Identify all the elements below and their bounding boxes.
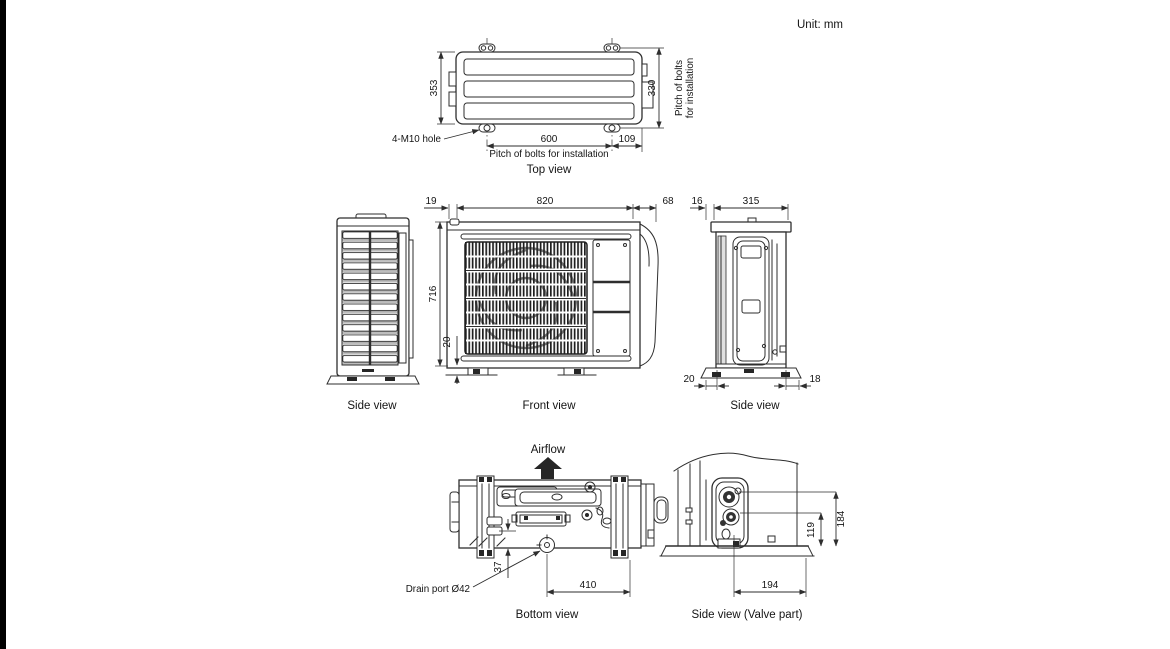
heat-exchanger-edge bbox=[717, 235, 727, 365]
front-view: 19 820 68 716 20 Front view bbox=[424, 196, 674, 412]
gas-valve bbox=[718, 486, 742, 508]
valve-view-dimensions: 184 119 194 bbox=[733, 491, 847, 597]
drain-port bbox=[539, 537, 555, 553]
fan-grille bbox=[464, 241, 588, 355]
drain-leader-line bbox=[472, 550, 541, 588]
dim-353: 353 bbox=[429, 79, 440, 96]
side-view-right-label: Side view bbox=[730, 400, 780, 412]
side-view-left: Side view bbox=[326, 213, 420, 412]
dim-68: 68 bbox=[662, 196, 674, 207]
side-view-right-dimensions: 16 315 20 18 bbox=[683, 196, 821, 390]
top-view-drawing bbox=[448, 38, 654, 152]
side-view-left-label: Side view bbox=[347, 400, 397, 412]
hole-leader-line bbox=[443, 129, 480, 140]
dim-716: 716 bbox=[428, 285, 439, 302]
front-view-dimensions: 19 820 68 716 20 bbox=[424, 196, 674, 384]
dim-119: 119 bbox=[806, 522, 817, 538]
hole-note: 4-M10 hole bbox=[392, 134, 442, 145]
side-view-right: 16 315 20 18 Side view bbox=[683, 196, 821, 412]
bottom-view-dimensions: 37 410 Drain port Ø42 bbox=[406, 519, 631, 597]
valve-side-view: 184 119 194 Side view (Valve part) bbox=[659, 452, 847, 621]
bottom-view-drawing bbox=[449, 475, 669, 559]
airflow-label: Airflow bbox=[531, 444, 566, 456]
airflow-arrow-icon bbox=[534, 457, 562, 479]
front-view-drawing bbox=[445, 218, 659, 376]
valve-view-label: Side view (Valve part) bbox=[692, 609, 803, 621]
top-view-label: Top view bbox=[527, 164, 572, 176]
dim-315: 315 bbox=[743, 196, 760, 207]
side-view-right-drawing bbox=[700, 217, 802, 379]
top-view: 353 330 Pitch of bolts for installation … bbox=[392, 38, 696, 176]
dim-19: 19 bbox=[425, 196, 437, 207]
service-panel bbox=[592, 239, 631, 357]
body-cut-line bbox=[673, 452, 799, 472]
base-plate bbox=[326, 375, 420, 385]
dim-18: 18 bbox=[809, 374, 821, 385]
dim-20-side: 20 bbox=[683, 374, 695, 385]
dim-820: 820 bbox=[537, 196, 554, 207]
screen-left-edge bbox=[0, 0, 6, 649]
liquid-valve bbox=[720, 508, 740, 526]
dim-600: 600 bbox=[541, 134, 558, 145]
pitch-note-bottom: Pitch of bolts for installation bbox=[489, 149, 608, 160]
dim-20-front: 20 bbox=[442, 336, 453, 348]
dim-330: 330 bbox=[647, 79, 658, 96]
dim-16: 16 bbox=[691, 196, 703, 207]
top-view-dimensions: 353 330 Pitch of bolts for installation … bbox=[392, 47, 696, 160]
base-pan-parts bbox=[469, 481, 612, 553]
drain-note: Drain port Ø42 bbox=[406, 584, 470, 595]
dim-410: 410 bbox=[580, 580, 597, 591]
dim-194: 194 bbox=[762, 580, 779, 591]
unit-note: Unit: mm bbox=[797, 19, 843, 31]
dim-109: 109 bbox=[619, 134, 636, 145]
front-view-label: Front view bbox=[522, 400, 576, 412]
side-edge-curve bbox=[639, 223, 659, 367]
bottom-view: Airflow bbox=[406, 444, 669, 621]
dim-37: 37 bbox=[493, 561, 504, 573]
mounting-lugs bbox=[478, 43, 621, 133]
dim-184: 184 bbox=[836, 510, 847, 527]
feet bbox=[445, 367, 597, 376]
bottom-view-label: Bottom view bbox=[516, 609, 579, 621]
pitch-note-right-line1: Pitch of bolts bbox=[674, 60, 685, 116]
pitch-note-right-line2: for installation bbox=[685, 58, 696, 118]
